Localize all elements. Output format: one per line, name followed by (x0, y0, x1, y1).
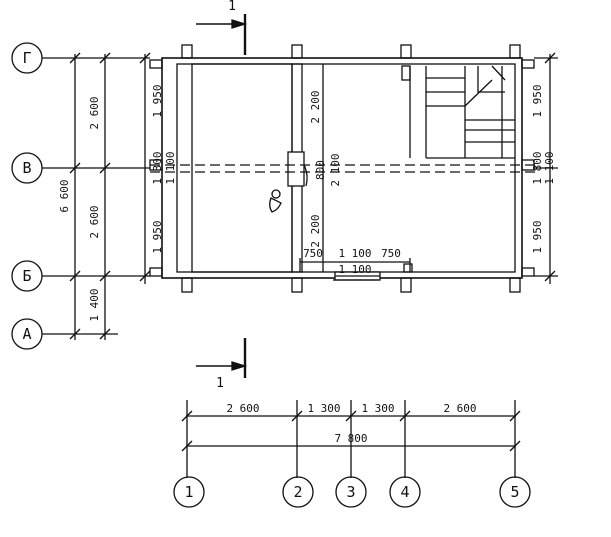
dim-bottom-below: 1 100 (338, 263, 371, 276)
dim-bottom-seg-2: 1 300 (307, 402, 340, 415)
dim-inner-left-2: 1 300 (151, 151, 164, 184)
staircase (401, 65, 515, 159)
dim-bottom-seg-4: 2 600 (443, 402, 476, 415)
dim-lower-height: 2 200 (309, 214, 322, 247)
axis-number-3: 3 (346, 483, 355, 501)
dim-left-outer-2: 2 600 (88, 205, 101, 238)
dim-bottom-row-2: 1 100 (338, 247, 371, 260)
axis-label-g: Г (22, 49, 31, 67)
dim-bottom-seg-1: 2 600 (226, 402, 259, 415)
interior-dim-lines (299, 64, 411, 281)
dim-left-total: 6 600 (58, 179, 71, 212)
person-figure (269, 189, 282, 213)
axis-label-v: В (22, 159, 31, 177)
axis-number-5: 5 (510, 483, 519, 501)
axis-label-a: А (22, 325, 31, 343)
dim-left-outer-3: 1 400 (88, 288, 101, 321)
axis-number-1: 1 (184, 483, 193, 501)
dim-bottom-row-3: 750 (381, 247, 401, 260)
section-number-top: 1 (228, 0, 236, 14)
dim-bottom-total: 7 800 (334, 432, 367, 445)
dim-upper-height: 2 200 (309, 90, 322, 123)
beam-lines (150, 164, 540, 173)
dim-door-left: 800 (314, 160, 327, 180)
dim-door-right: 2 100 (329, 153, 342, 186)
axis-bubbles (11, 42, 531, 508)
outer-wall (161, 57, 523, 279)
dim-inner-right-2: 1 800 (531, 151, 544, 184)
dim-inner-left-3: 1 950 (151, 220, 164, 253)
door-opening (287, 151, 305, 187)
section-number-bottom: 1 (216, 376, 224, 391)
axis-number-2: 2 (293, 483, 302, 501)
dim-inner-right-1: 1 950 (531, 84, 544, 117)
dim-inner-right-3: 1 950 (531, 220, 544, 253)
dim-left-outer-1: 2 600 (88, 96, 101, 129)
dim-inner-left-1: 1 950 (151, 84, 164, 117)
dim-bottom-row-1: 750 (303, 247, 323, 260)
inner-wall (176, 63, 516, 273)
axis-number-4: 4 (400, 483, 409, 501)
axis-label-b: Б (22, 267, 31, 285)
room-left (191, 63, 293, 273)
left-axis-leaders (42, 54, 558, 340)
dim-small-right: 1 100 (543, 151, 556, 184)
dim-bottom-seg-3: 1 300 (361, 402, 394, 415)
dim-small-left: 1 100 (164, 151, 177, 184)
